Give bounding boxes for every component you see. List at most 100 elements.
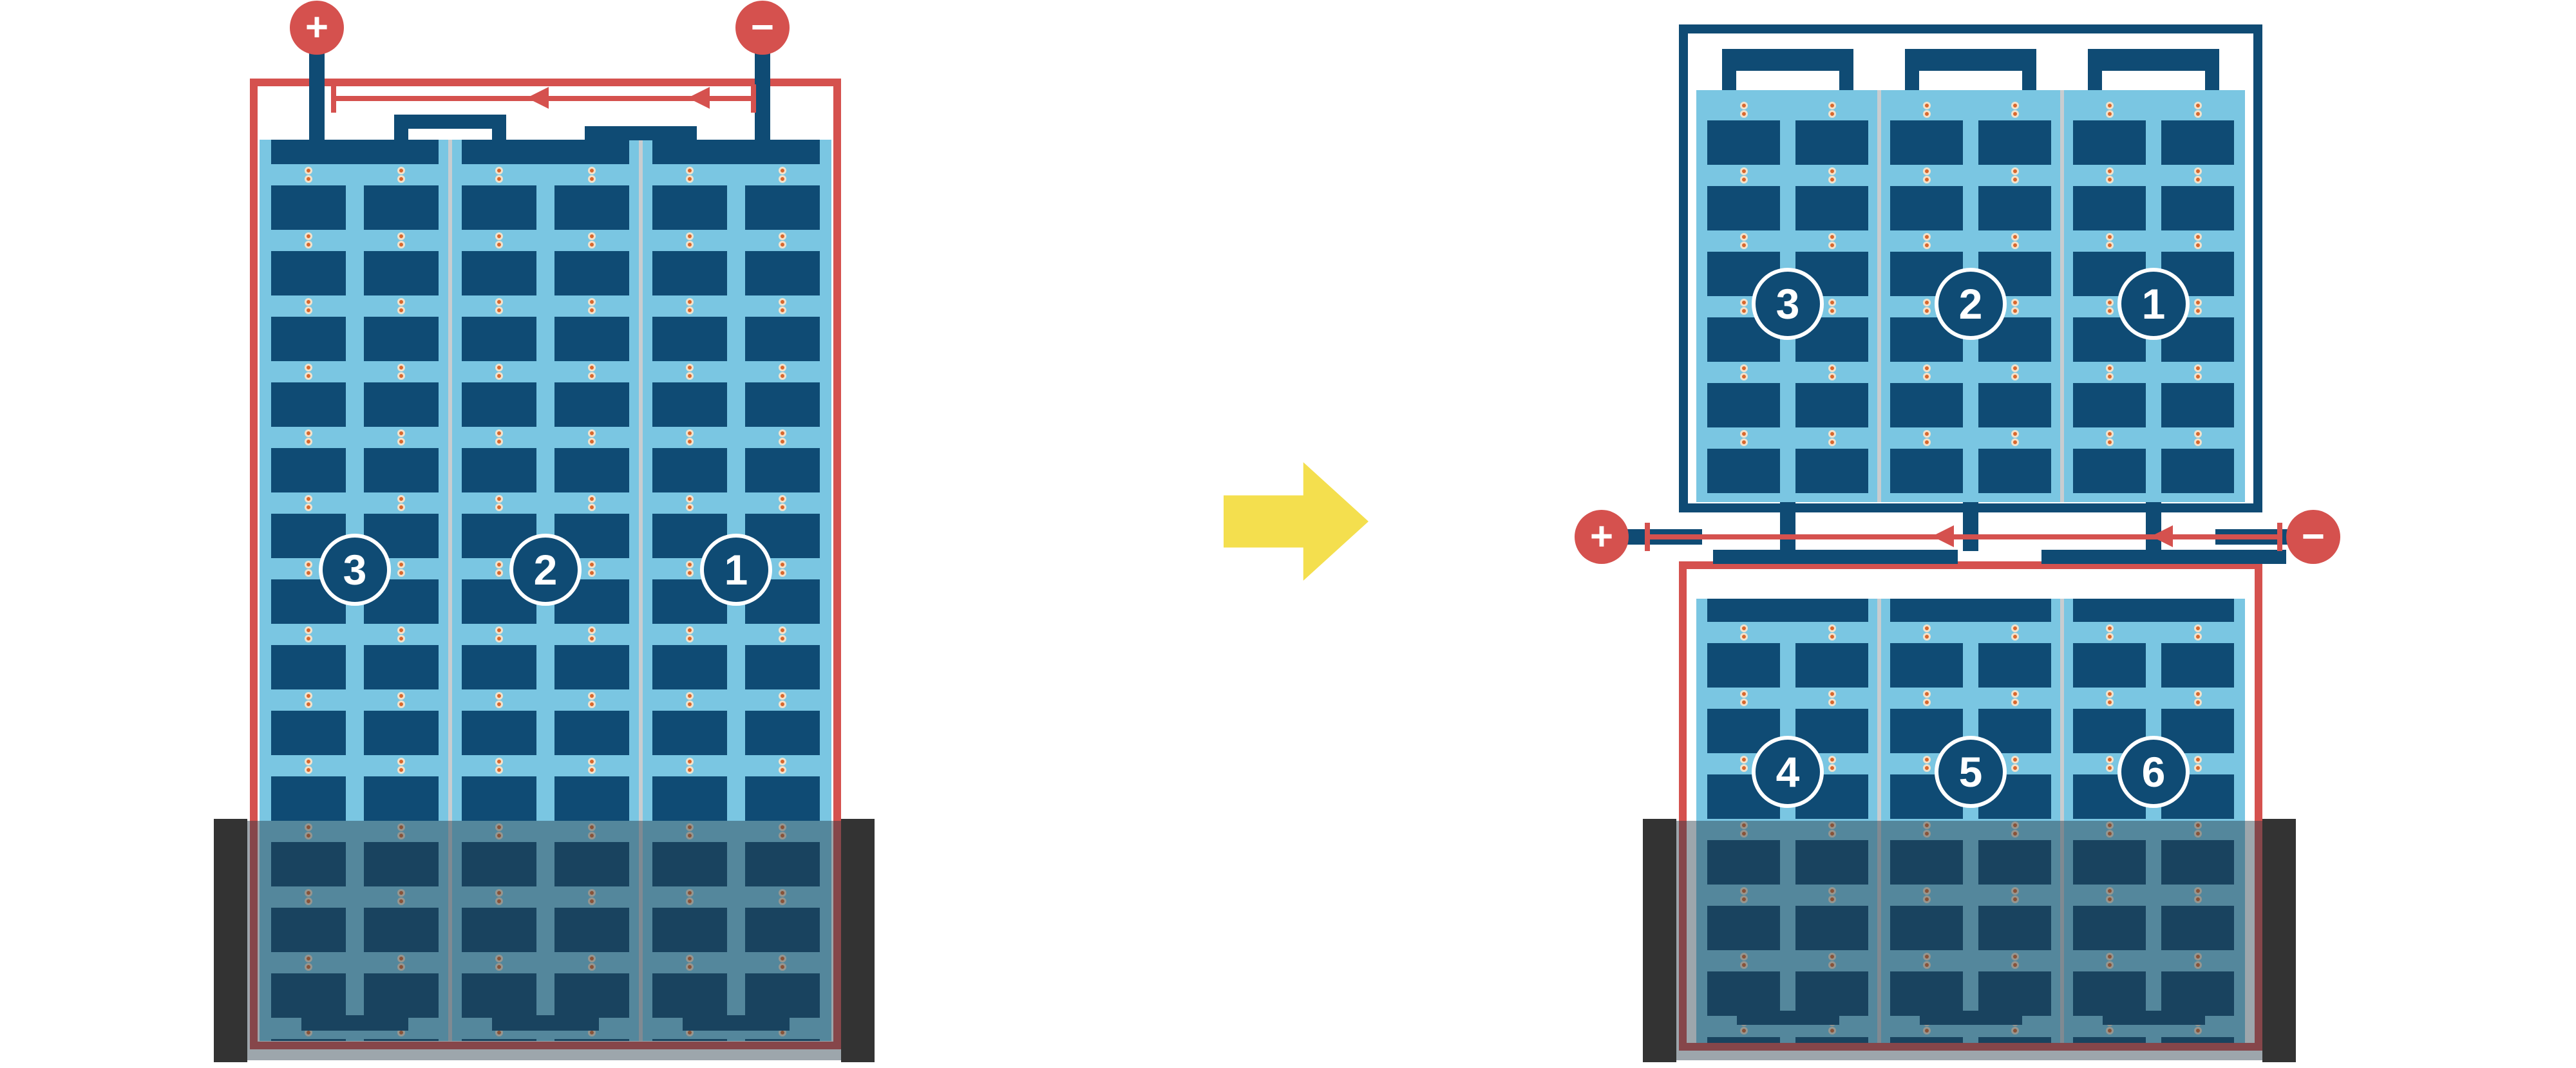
solder-dot [588, 766, 596, 774]
string-divider [2060, 599, 2064, 1043]
current-arrowhead-icon [527, 87, 549, 109]
top-tab-leg [1722, 71, 1736, 90]
solder-dot [588, 823, 596, 831]
solder-dot [1922, 764, 1931, 772]
pv-cell [745, 185, 820, 230]
solder-dot [2193, 895, 2202, 903]
u-connector-leg [683, 987, 697, 1015]
solder-dot [1739, 307, 1748, 315]
solder-dot [2105, 756, 2114, 764]
shade-bar-left [214, 819, 247, 1062]
solder-dot [686, 963, 694, 971]
solder-dot [1922, 373, 1931, 380]
solder-dot [2105, 953, 2114, 960]
solder-dot [1922, 895, 1931, 903]
pv-cell [462, 645, 536, 689]
string-label: 5 [1935, 736, 2007, 808]
current-arrowhead-icon [2151, 525, 2173, 547]
solder-dot [397, 175, 405, 183]
solder-dot [1922, 364, 1931, 372]
solder-dot [779, 372, 786, 380]
pv-cell [2161, 120, 2234, 165]
pv-cell [1795, 840, 1868, 885]
solder-dot [1922, 307, 1931, 315]
solder-dot [779, 503, 786, 511]
pv-cell [462, 317, 536, 361]
solder-dot [686, 889, 694, 897]
pv-cell [1890, 449, 1963, 493]
solder-dot [1739, 830, 1748, 838]
solder-dot [588, 963, 596, 971]
solder-dot [1828, 961, 1836, 969]
bridge-connector-leg [492, 115, 506, 142]
bridge-connector-leg [394, 115, 408, 142]
solder-dot [397, 167, 405, 174]
pv-cell [271, 448, 346, 492]
top-tab-connector [1722, 49, 1853, 71]
solder-dot [305, 963, 312, 971]
terminal-negative-left: − [735, 1, 790, 55]
pv-cell [2161, 186, 2234, 230]
u-connector-leg [585, 987, 599, 1015]
solder-dot [495, 306, 503, 314]
pv-cell [1707, 906, 1780, 950]
solder-dot [2105, 961, 2114, 969]
solder-dot [588, 241, 596, 248]
u-connector-leg [1736, 984, 1751, 1012]
transform-arrow-icon [1224, 462, 1368, 581]
solder-dot [2105, 438, 2114, 446]
solder-dot [305, 832, 312, 839]
pv-cell [1795, 449, 1868, 493]
solder-dot [1739, 887, 1748, 895]
solder-dot [1922, 176, 1931, 183]
pv-cell [554, 842, 629, 886]
u-connector-leg [2102, 984, 2117, 1012]
solder-dot [588, 569, 596, 577]
solder-dot [686, 897, 694, 905]
solder-dot [1922, 299, 1931, 306]
solder-dot [495, 429, 503, 437]
solder-dot [2011, 830, 2019, 838]
solder-dot [1828, 887, 1836, 895]
solder-dot [305, 495, 312, 503]
pv-cell [1795, 1037, 1868, 1043]
solder-dot [2105, 633, 2114, 641]
minus-icon: − [750, 5, 775, 50]
solder-dot [397, 569, 405, 577]
solder-dot [588, 438, 596, 445]
pv-cell [364, 711, 439, 755]
pv-cell [554, 776, 629, 821]
solder-dot [495, 963, 503, 971]
solder-dot [1739, 633, 1748, 641]
solder-dot [686, 561, 694, 568]
solder-dot [495, 503, 503, 511]
solder-dot [1828, 110, 1836, 118]
pv-cell [271, 645, 346, 689]
solder-dot [305, 306, 312, 314]
string-divider [1877, 599, 1881, 1043]
solder-dot [1739, 430, 1748, 438]
pv-cell [2161, 643, 2234, 688]
solder-dot [2011, 307, 2019, 315]
u-connector-leg [775, 987, 790, 1015]
solder-dot [1828, 895, 1836, 903]
pv-cell [1978, 906, 2051, 950]
solder-dot [686, 495, 694, 503]
solder-dot [305, 823, 312, 831]
bridge-connector-bar [585, 126, 697, 140]
pv-cell [364, 448, 439, 492]
pv-cell [462, 448, 536, 492]
solder-dot [305, 429, 312, 437]
solder-dot [779, 766, 786, 774]
solder-dot [495, 700, 503, 708]
solder-dot [1828, 299, 1836, 306]
solder-dot [1828, 1027, 1836, 1035]
current-arrowhead-icon [688, 87, 710, 109]
pv-cell [1707, 840, 1780, 885]
pv-cell [364, 842, 439, 886]
solder-dot [686, 372, 694, 380]
pv-cell [1890, 840, 1963, 885]
solder-dot [588, 897, 596, 905]
top-tab-leg [2022, 71, 2036, 90]
pv-cell [554, 382, 629, 427]
